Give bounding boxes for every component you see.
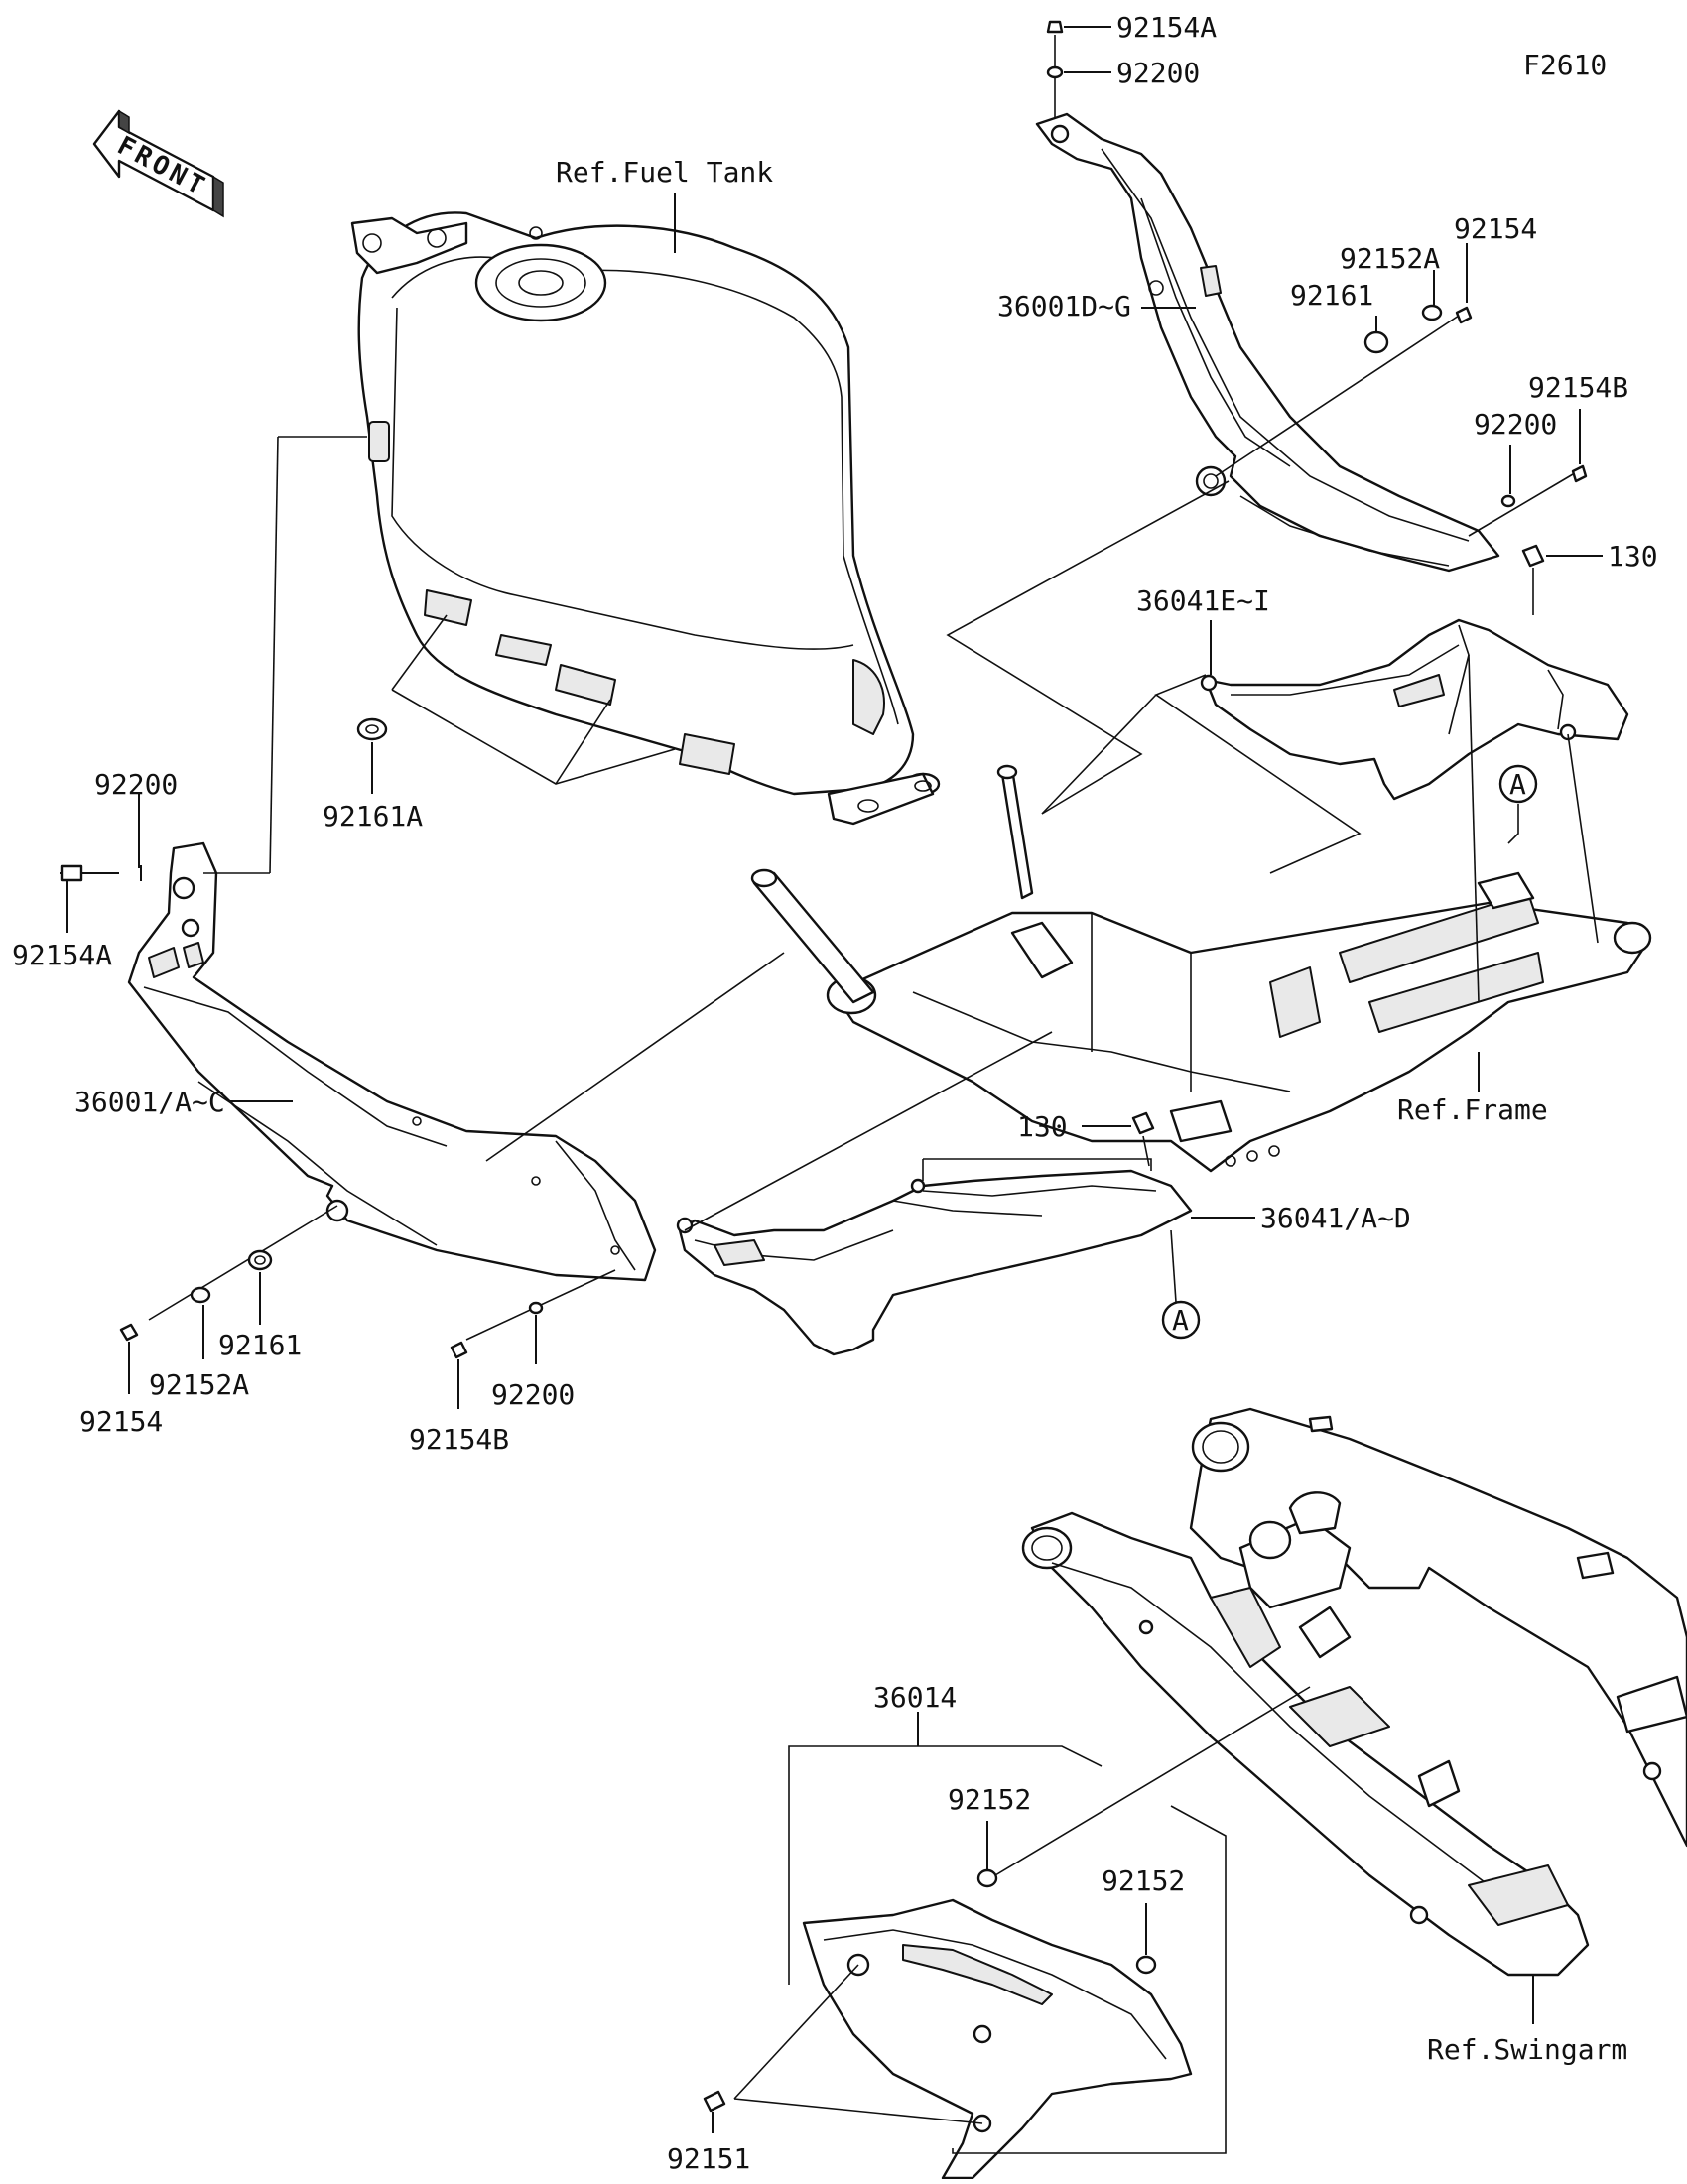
bolt-icon [60,864,83,882]
callout-92154b-right: 92154B [1528,371,1628,404]
collar-icon-chain-2 [1135,1955,1157,1975]
bolt-icon-left [119,1323,139,1342]
circle-a-lower-icon [1161,1300,1201,1340]
collar-icon-left [190,1286,211,1304]
callout-92152-2: 92152 [1102,1864,1185,1897]
collar-icon-chain-1 [976,1868,998,1888]
washer-icon-right [1500,494,1516,508]
circle-a-upper: A [1509,768,1526,801]
callout-92152-1: 92152 [948,1783,1031,1816]
callout-92200-top: 92200 [1116,57,1200,89]
circle-a-lower: A [1172,1304,1189,1337]
callout-92152a-right: 92152A [1340,242,1440,275]
front-label: FRONT [112,131,212,203]
grommet-icon-left [247,1249,273,1271]
callout-92154b-left: 92154B [409,1423,509,1456]
front-arrow-icon: FRONT [92,109,224,218]
callout-36041-a-d: 36041/A~D [1260,1202,1411,1234]
callout-92161-right: 92161 [1290,279,1373,312]
callout-130-right: 130 [1608,540,1658,573]
fuel-tank-ref: Ref.Fuel Tank [556,156,773,189]
callout-36001d-g: 36001D~G [997,290,1131,322]
callout-92161-left: 92161 [218,1329,302,1361]
swingarm [1021,1407,1687,1977]
bolt-icon-chain [703,2090,726,2113]
frame [750,764,1652,1173]
collar-icon-right [1421,304,1443,321]
callout-130-left: 130 [1017,1110,1068,1143]
clip-icon-right [1521,544,1545,568]
right-side-cover [1035,112,1500,573]
callout-92152a-left: 92152A [149,1368,249,1401]
callout-36014: 36014 [873,1681,957,1714]
callout-92151: 92151 [667,2142,750,2175]
swingarm-ref: Ref.Swingarm [1427,2033,1627,2066]
callout-92154-left: 92154 [79,1405,163,1438]
callout-92200-right: 92200 [1474,408,1557,441]
bolt-icon-right [1455,306,1473,324]
circle-a-upper-icon [1498,764,1538,804]
frame-ref: Ref.Frame [1397,1093,1548,1126]
cap-screw-icon [1046,20,1064,34]
callout-36001-a-c: 36001/A~C [74,1086,225,1118]
bolt-b-icon-left [450,1341,468,1359]
figure-code: F2610 [1523,49,1607,81]
left-lower-cover [676,1169,1193,1356]
left-side-cover [127,841,657,1282]
callout-92200-left-top: 92200 [94,768,178,801]
clip-icon-left [1131,1111,1155,1135]
callout-92200-left: 92200 [491,1378,575,1411]
callout-92154a-left: 92154A [12,939,112,971]
grommet-icon-right [1363,330,1389,354]
bolt-b-icon-right [1571,464,1588,483]
washer-icon-left [528,1301,544,1315]
callout-92154a-top: 92154A [1116,11,1217,44]
washer-icon-top [1046,65,1064,79]
right-lower-cover [1200,618,1629,801]
grommet-icon [356,717,388,741]
chain-cover [802,1898,1193,2180]
callout-92161a: 92161A [323,800,423,833]
fuel-tank [350,211,941,826]
callout-92154-right: 92154 [1454,212,1537,245]
callout-36041e-i: 36041E~I [1136,584,1270,617]
